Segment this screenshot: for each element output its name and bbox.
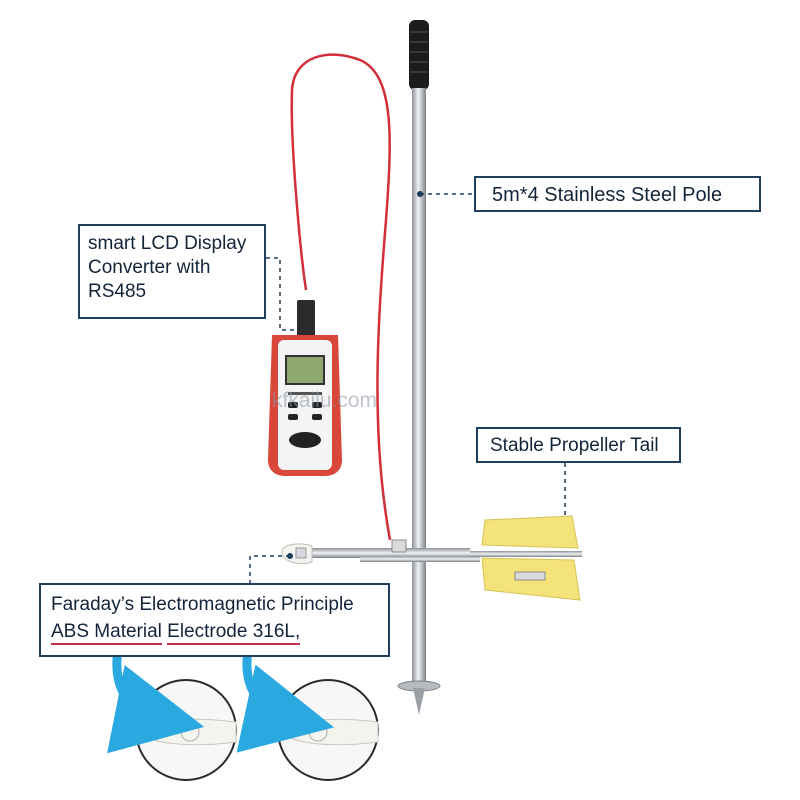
lcd-callout: smart LCD Display Converter with RS485: [78, 224, 266, 319]
leader-lines: [249, 193, 566, 583]
principle-callout: Faraday’s Electromagnetic Principle ABS …: [39, 583, 390, 657]
pole-callout: 5m*4 Stainless Steel Pole: [474, 176, 761, 212]
abs-material-text: ABS Material: [51, 621, 162, 645]
tail-callout-text: Stable Propeller Tail: [490, 435, 659, 456]
stainless-steel-pole: [397, 20, 441, 715]
principle-callout-line-2: ABS Material Electrode 316L,: [51, 618, 388, 645]
electrode-detail-right: [277, 679, 379, 781]
arrow-left: [107, 647, 205, 754]
arrow-right: [236, 649, 334, 753]
lcd-callout-line-1: smart LCD Display: [88, 233, 247, 254]
lcd-callout-line-2: Converter with: [88, 257, 211, 278]
red-cable: [290, 53, 392, 541]
propeller-tail: [470, 515, 582, 601]
tail-callout: Stable Propeller Tail: [476, 427, 681, 463]
pole-callout-text: 5m*4 Stainless Steel Pole: [492, 184, 723, 206]
electrode-text: Electrode 316L,: [167, 621, 301, 645]
principle-callout-line-1: Faraday’s Electromagnetic Principle: [51, 594, 354, 615]
lcd-display-device: [268, 300, 342, 476]
electrode-detail-left: [135, 679, 237, 781]
lcd-callout-line-3: RS485: [88, 281, 147, 302]
sensor-arm: [281, 539, 480, 565]
watermark: kfkailu.com: [272, 389, 378, 412]
